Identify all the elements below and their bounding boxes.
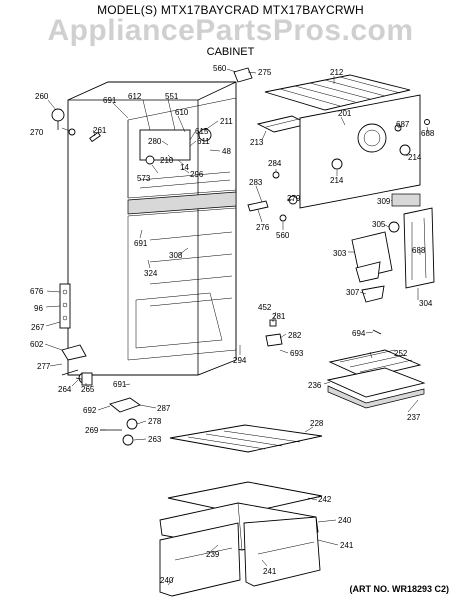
callout-304: 304	[419, 299, 433, 308]
callout-308: 308	[169, 251, 183, 260]
callout-labels: 560 275 212 260 270 261 691 612 551 610 …	[30, 64, 435, 585]
fresh-food-shelf	[169, 424, 323, 453]
callout-287: 287	[157, 404, 171, 413]
damper	[361, 285, 385, 303]
callout-281: 281	[272, 312, 286, 321]
callout-307: 307	[346, 288, 360, 297]
callout-615: 615	[195, 127, 209, 136]
freezer-shelf	[264, 74, 411, 111]
callout-688a: 688	[421, 129, 435, 138]
callout-560b: 560	[276, 231, 290, 240]
callout-560a: 560	[213, 64, 227, 73]
callout-694: 694	[352, 329, 366, 338]
callout-573: 573	[137, 174, 151, 183]
callout-240a: 240	[338, 516, 352, 525]
callout-201: 201	[338, 109, 352, 118]
air-duct	[403, 207, 435, 289]
callout-452: 452	[258, 303, 272, 312]
callout-263: 263	[148, 435, 162, 444]
callout-228: 228	[310, 419, 324, 428]
callout-269: 269	[85, 426, 99, 435]
callout-305: 305	[372, 220, 386, 229]
crisper-drawers	[159, 481, 323, 597]
top-hinge	[51, 108, 101, 143]
callout-260: 260	[35, 92, 49, 101]
callout-212: 212	[330, 68, 344, 77]
callout-277: 277	[37, 362, 51, 371]
callout-279: 279	[287, 194, 301, 203]
callout-48: 48	[222, 147, 231, 156]
bracket-275	[233, 67, 253, 83]
callout-96: 96	[34, 304, 43, 313]
callout-236: 236	[308, 381, 322, 390]
callout-264: 264	[58, 385, 72, 394]
callout-252: 252	[394, 349, 408, 358]
callout-691a: 691	[103, 96, 117, 105]
callout-241a: 241	[340, 541, 354, 550]
callout-276: 276	[256, 223, 270, 232]
callout-239: 239	[206, 550, 220, 559]
callout-210: 210	[160, 156, 174, 165]
callout-284: 284	[268, 159, 282, 168]
watermark: AppliancePartsPros.com	[47, 14, 414, 47]
callout-676: 676	[30, 287, 44, 296]
callout-267: 267	[31, 323, 45, 332]
callout-14: 14	[180, 163, 189, 172]
callout-303: 303	[333, 249, 347, 258]
label-309	[391, 193, 421, 207]
callout-282: 282	[288, 331, 302, 340]
callout-602: 602	[30, 340, 44, 349]
callout-280: 280	[148, 137, 162, 146]
evaporator-cover	[299, 94, 421, 209]
callout-691c: 691	[113, 380, 127, 389]
callout-275: 275	[258, 68, 272, 77]
callout-283: 283	[249, 178, 263, 187]
callout-691b: 691	[134, 239, 148, 248]
callout-309: 309	[377, 197, 391, 206]
callout-294: 294	[233, 356, 247, 365]
callout-692: 692	[83, 406, 97, 415]
crisper-cover	[326, 349, 426, 409]
callout-688b: 688	[412, 246, 426, 255]
callout-211: 211	[220, 117, 233, 126]
callout-551: 551	[165, 92, 179, 101]
callout-610: 610	[175, 108, 189, 117]
callout-693: 693	[290, 349, 304, 358]
callout-611: 611	[197, 137, 210, 146]
callout-324: 324	[144, 269, 158, 278]
callout-296: 296	[190, 170, 204, 179]
callout-687: 687	[396, 120, 410, 129]
callout-270: 270	[30, 128, 44, 137]
leader-lines	[44, 68, 429, 586]
section-title: CABINET	[206, 46, 255, 58]
callout-241b: 241	[263, 567, 277, 576]
callout-214b: 214	[330, 176, 344, 185]
callout-237: 237	[407, 413, 421, 422]
callout-278: 278	[148, 417, 162, 426]
callout-240b: 240	[160, 576, 174, 585]
callout-261: 261	[93, 126, 107, 135]
cabinet-shell	[67, 81, 237, 376]
callout-612: 612	[128, 92, 142, 101]
control-housing	[351, 221, 400, 283]
callout-213: 213	[250, 138, 264, 147]
callout-214a: 214	[408, 153, 422, 162]
callout-242: 242	[318, 495, 332, 504]
model-line: MODEL(S) MTX17BAYCRAD MTX17BAYCRWH	[97, 3, 364, 17]
art-number: (ART NO. WR18293 C2)	[349, 584, 449, 594]
callout-265: 265	[81, 385, 95, 394]
